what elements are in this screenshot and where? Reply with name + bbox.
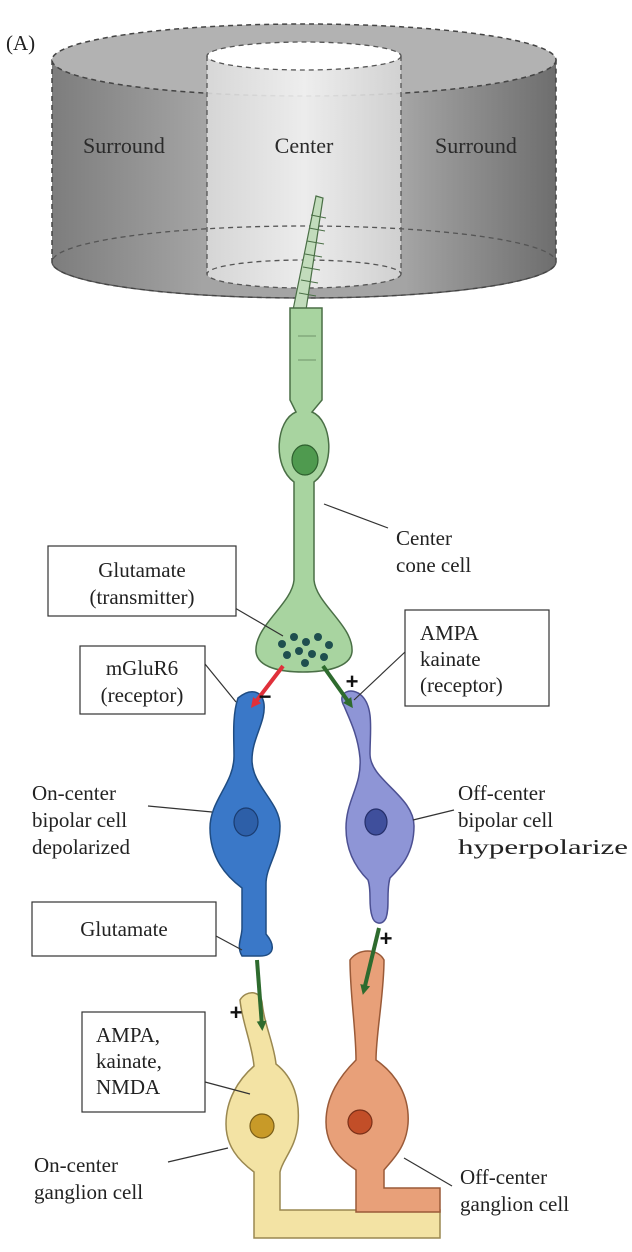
glutamate-box: Glutamate xyxy=(31,901,217,957)
synaptic-vesicles xyxy=(278,633,333,667)
on-ganglion-label-line1: On-center xyxy=(34,1153,118,1177)
cone-outer-segment-ridges xyxy=(298,214,327,297)
off-ganglion-label-line1: Off-center xyxy=(460,1165,547,1189)
glutamate-transmitter-box: Glutamate (transmitter) xyxy=(47,545,237,617)
cone-label-line2: cone cell xyxy=(396,553,471,577)
glutamate-line1: Glutamate xyxy=(80,917,167,941)
leader-lines xyxy=(147,503,455,1187)
receptive-field-cylinder xyxy=(51,23,557,299)
ampa-kainate-line2: kainate xyxy=(420,647,481,671)
off-center-bipolar-cell xyxy=(341,690,415,924)
on-center-ganglion-cell xyxy=(225,992,441,1239)
surround-left-label: Surround xyxy=(83,133,165,158)
ampa-kainate-box: AMPA kainate (receptor) xyxy=(404,609,550,707)
off-ganglion-label-line2: ganglion cell xyxy=(460,1192,569,1216)
mglur6-line1: mGluR6 xyxy=(106,656,178,680)
panel-label: (A) xyxy=(6,31,35,55)
center-cone-cell xyxy=(255,195,353,673)
off-center-ganglion-cell xyxy=(325,950,441,1213)
ampa-kainate-line3: (receptor) xyxy=(420,673,503,697)
off-bipolar-label-line1: Off-center xyxy=(458,781,545,805)
ampa-kainate-line1: AMPA xyxy=(420,621,480,645)
glutamate-transmitter-line2: (transmitter) xyxy=(90,585,195,609)
on-bipolar-label-line1: On-center xyxy=(32,781,116,805)
ampa-kainate-nmda-box: AMPA, kainate, NMDA xyxy=(81,1011,206,1113)
glutamate-transmitter-line1: Glutamate xyxy=(98,558,185,582)
mglur6-minus-sign: − xyxy=(259,684,272,709)
off-ganglion-plus-sign: + xyxy=(380,926,393,951)
ampa-kainate-nmda-line1: AMPA, xyxy=(96,1023,160,1047)
cone-label-line1: Center xyxy=(396,526,452,550)
on-center-bipolar-cell xyxy=(209,691,281,957)
mglur6-line2: (receptor) xyxy=(101,683,184,707)
center-label: Center xyxy=(275,133,334,158)
on-bipolar-label-line3: depolarized xyxy=(32,835,130,859)
on-ganglion-label-line2: ganglion cell xyxy=(34,1180,143,1204)
on-ganglion-plus-sign: + xyxy=(230,1000,243,1025)
on-bipolar-label-line2: bipolar cell xyxy=(32,808,127,832)
on-ganglion-excitatory-arrow xyxy=(255,959,267,1031)
ampa-kainate-nmda-line2: kainate, xyxy=(96,1049,162,1073)
surround-right-label: Surround xyxy=(435,133,517,158)
off-ganglion-excitatory-arrow xyxy=(360,927,381,995)
mglur6-inhibitory-arrow xyxy=(250,664,285,708)
off-bipolar-label-line2: bipolar cell xyxy=(458,808,553,832)
ampa-excitatory-arrow xyxy=(321,664,353,709)
off-bipolar-label-line3: hyperpolarize xyxy=(458,835,628,859)
ampa-kainate-nmda-line3: NMDA xyxy=(96,1075,161,1099)
mglur6-box: mGluR6 (receptor) xyxy=(79,645,206,715)
ampa-plus-sign: + xyxy=(346,669,359,694)
